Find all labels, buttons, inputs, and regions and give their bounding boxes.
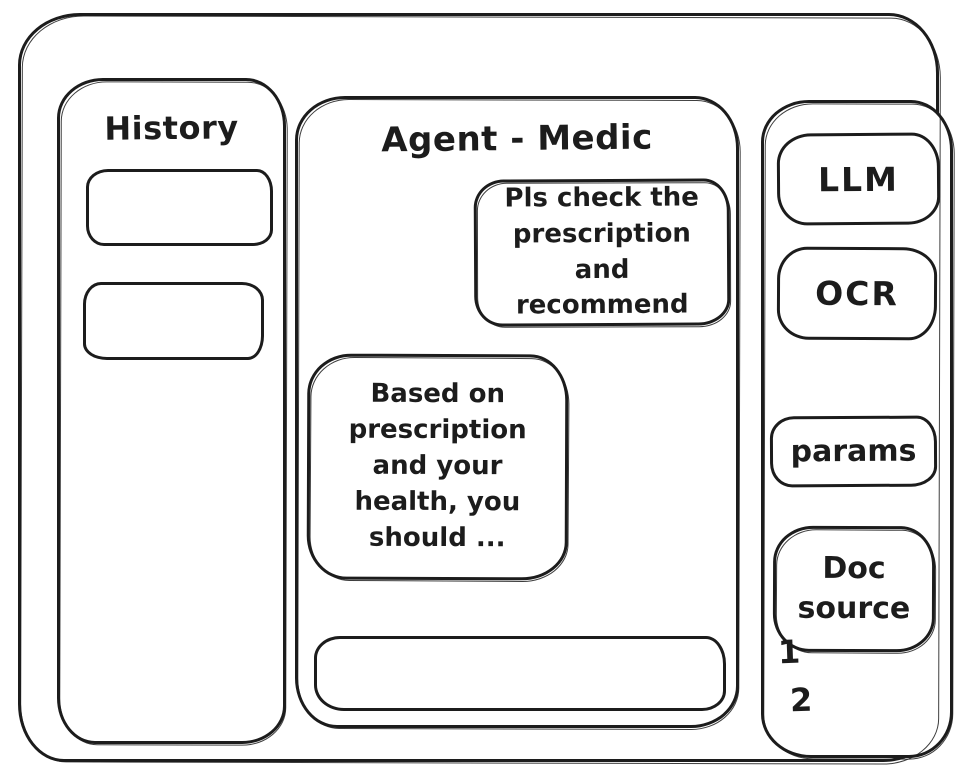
history-panel: History (57, 78, 286, 744)
history-item[interactable] (86, 169, 273, 246)
doc-source-marker-2: 2 (789, 680, 813, 720)
params-button[interactable]: params (769, 415, 938, 488)
message-input[interactable] (314, 636, 726, 711)
user-message-bubble: Pls check the prescription and recommend (473, 178, 731, 327)
tools-panel: LLM OCR params Doc source 1 2 (761, 100, 953, 758)
llm-button[interactable]: LLM (776, 132, 941, 226)
doc-source-marker-1: 1 (777, 632, 801, 672)
chat-panel: Agent - Medic Pls check the prescription… (295, 96, 739, 728)
history-panel-title: History (104, 108, 239, 148)
ocr-button[interactable]: OCR (776, 246, 938, 341)
chat-panel-title: Agent - Medic (381, 117, 653, 161)
app-window-frame: History Agent - Medic Pls check the pres… (18, 13, 953, 762)
agent-message-bubble: Based on prescription and your health, y… (306, 353, 569, 581)
history-item[interactable] (83, 282, 264, 360)
